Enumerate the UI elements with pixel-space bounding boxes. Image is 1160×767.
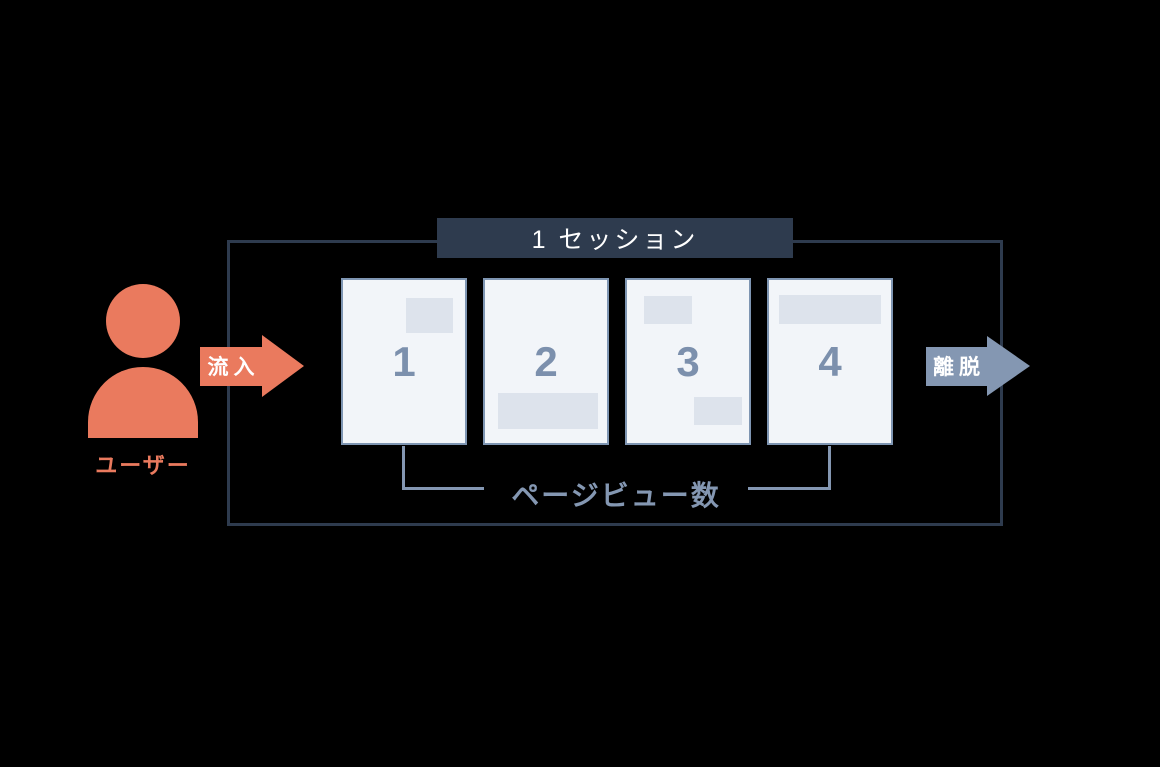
page-number: 3 (676, 337, 700, 385)
inflow-arrow-icon: 流入 (200, 335, 304, 397)
page-card-1: 1 (341, 278, 467, 445)
page-number: 2 (534, 337, 558, 385)
content-placeholder (644, 296, 692, 324)
page-card-4: 4 (767, 278, 893, 445)
page-number: 1 (392, 337, 416, 385)
user-icon (106, 284, 180, 358)
page-number: 4 (818, 337, 842, 385)
content-placeholder (694, 397, 742, 425)
content-placeholder (406, 298, 453, 333)
pageview-bracket-left-line (402, 487, 484, 490)
content-placeholder (779, 295, 881, 324)
pageview-count-label: ページビュー数 (511, 480, 721, 511)
inflow-arrow-label: 流入 (200, 346, 262, 386)
page-card-3: 3 (625, 278, 751, 445)
session-label: 1 セッション (437, 218, 793, 258)
content-placeholder (498, 393, 598, 429)
pageview-bracket-right-line (748, 487, 831, 490)
user-icon-body (88, 367, 198, 438)
exit-arrow-label: 離脱 (926, 346, 987, 386)
pageview-bracket-left-tick (402, 446, 405, 490)
page-card-2: 2 (483, 278, 609, 445)
inflow-arrowhead-icon (262, 335, 304, 397)
exit-arrow-icon: 離脱 (926, 336, 1030, 396)
user-label: ユーザー (95, 453, 191, 478)
exit-arrowhead-icon (987, 336, 1030, 396)
user-figure: ユーザー (83, 284, 203, 480)
pageview-bracket-right-tick (828, 446, 831, 490)
